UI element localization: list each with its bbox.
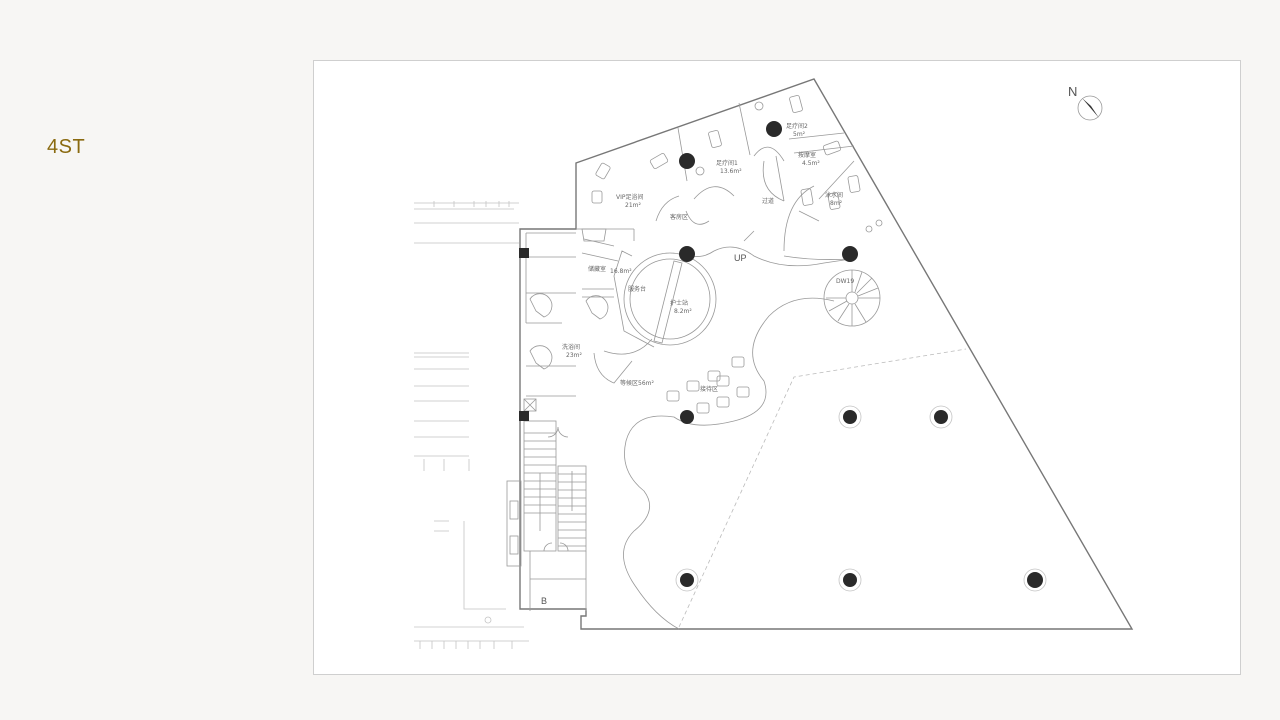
top-room-partitions	[576, 102, 855, 260]
stair-b-label: B	[541, 596, 547, 606]
svg-text:足疗间2: 足疗间2	[786, 122, 808, 130]
room-labels: VIP足浴间 21m² 足疗间1 13.6m² 足疗间2 5m² 按摩室 4.5…	[541, 122, 854, 606]
svg-text:VIP足浴间: VIP足浴间	[616, 193, 644, 201]
svg-text:8m²: 8m²	[830, 200, 843, 207]
compass-north-label: N	[1068, 84, 1077, 99]
svg-text:等候区: 等候区	[620, 379, 638, 387]
floor-label: 4ST	[47, 136, 86, 158]
stairwell	[506, 420, 587, 611]
svg-text:接待区: 接待区	[700, 385, 718, 393]
room-furniture	[591, 95, 883, 233]
svg-text:过道: 过道	[762, 197, 774, 205]
building-outline	[519, 78, 1134, 630]
svg-text:5m²: 5m²	[793, 131, 806, 138]
svg-text:8.2m²: 8.2m²	[674, 308, 692, 315]
curved-walkway-boundary	[623, 246, 852, 630]
svg-text:护士站: 护士站	[670, 299, 688, 307]
svg-text:足疗间1: 足疗间1	[716, 159, 738, 167]
spiral-staircase	[823, 269, 881, 327]
floor-plan: VIP足浴间 21m² 足疗间1 13.6m² 足疗间2 5m² 按摩室 4.5…	[313, 60, 1241, 675]
up-label: UP	[734, 253, 747, 263]
svg-text:客房区: 客房区	[670, 213, 688, 221]
lounge-seats	[666, 356, 750, 414]
svg-text:按摩室: 按摩室	[798, 151, 816, 159]
svg-text:23m²: 23m²	[566, 352, 582, 359]
north-compass: N	[1068, 84, 1103, 121]
svg-text:16.8m²: 16.8m²	[610, 268, 632, 275]
adjacent-building-lines	[414, 201, 529, 649]
floor-plan-drawing: VIP足浴间 21m² 足疗间1 13.6m² 足疗间2 5m² 按摩室 4.5…	[414, 78, 1134, 649]
svg-text:4.5m²: 4.5m²	[802, 160, 820, 167]
dw-label: DW19	[836, 278, 854, 285]
svg-text:13.6m²: 13.6m²	[720, 168, 742, 175]
svg-text:21m²: 21m²	[625, 202, 641, 209]
svg-text:56m²: 56m²	[638, 380, 654, 387]
svg-text:储藏室: 储藏室	[588, 265, 606, 273]
svg-text:泳水间: 泳水间	[825, 191, 843, 199]
svg-text:洗浴间: 洗浴间	[562, 343, 580, 351]
svg-text:服务台: 服务台	[628, 285, 646, 293]
structural-columns	[519, 121, 1047, 592]
circular-room	[593, 250, 717, 384]
service-block	[523, 228, 619, 412]
terrace-edge	[678, 348, 967, 628]
